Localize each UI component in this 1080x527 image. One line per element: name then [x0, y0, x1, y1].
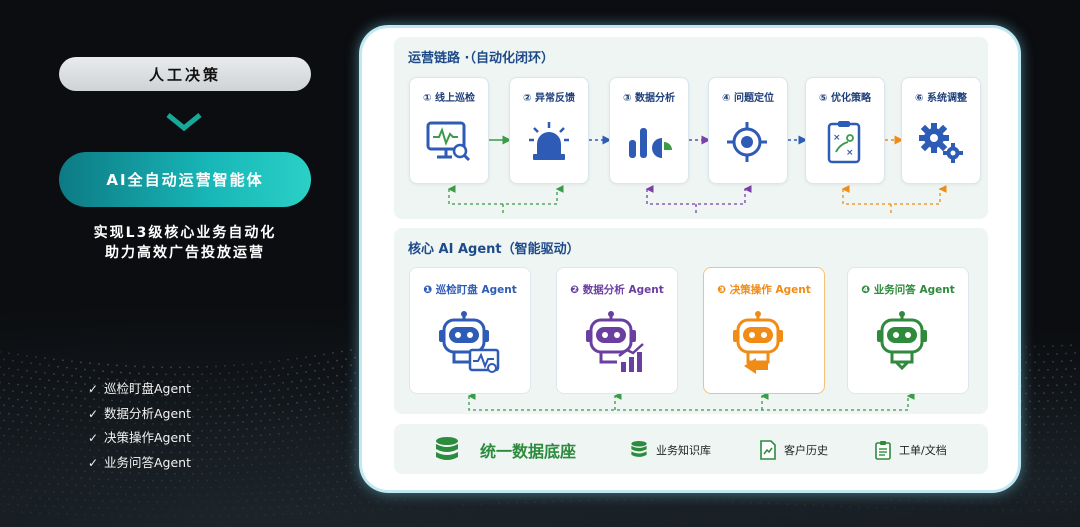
core-agent-title: 核心 AI Agent（智能驱动） [408, 242, 580, 257]
description: 实现L3级核心业务自动化 助力高效广告投放运营 [59, 223, 311, 263]
agent-label: ❸ 决策操作 Agent [717, 284, 811, 296]
step-optimization-strategy: ⑤ 优化策略 × × [805, 77, 885, 184]
check-icon: ✓ [88, 406, 99, 421]
step-system-adjust: ⑥ 系统调整 [901, 77, 981, 184]
description-line-1: 实现L3级核心业务自动化 [93, 225, 277, 241]
database-icon [631, 441, 647, 457]
ops-chain-connectors [447, 135, 947, 215]
clipboard-icon [875, 441, 891, 460]
tickets-docs: 工单/文档 [875, 440, 947, 460]
checklist-item-label: 数据分析Agent [104, 405, 191, 421]
agent-connectors [467, 392, 915, 411]
step-online-inspection: ① 线上巡检 [409, 77, 489, 184]
knowledge-base-label: 业务知识库 [656, 444, 711, 457]
ai-agent-pill: AI全自动运营智能体 [59, 152, 311, 207]
checklist-item: ✓ 业务问答Agent [88, 451, 191, 476]
agent-label: ❷ 数据分析 Agent [570, 284, 664, 296]
ops-chain-title: 运营链路 ·（自动化闭环） [408, 51, 554, 66]
bar-pie-chart-icon [629, 128, 672, 158]
agent-business-qa: ❹ 业务问答 Agent [847, 267, 969, 394]
agent-label: ❹ 业务问答 Agent [861, 284, 955, 296]
core-agent-section: 核心 AI Agent（智能驱动） ❶ 巡检盯盘 Agent [394, 228, 988, 414]
ops-chain-section: 运营链路 ·（自动化闭环） ① [394, 37, 988, 219]
strategy-board-icon: × × [827, 121, 861, 164]
agent-data-analysis: ❷ 数据分析 Agent [556, 267, 678, 394]
document-chart-icon [760, 440, 776, 460]
alarm-light-icon [529, 122, 569, 160]
agent-decision-operation: ❸ 决策操作 Agent [703, 267, 825, 394]
unified-data-base: 统一数据底座 [434, 436, 576, 464]
knowledge-base: 业务知识库 [630, 440, 711, 460]
robot-inspection-icon [439, 311, 500, 373]
svg-text:×: × [833, 133, 841, 143]
step-label: ④ 问题定位 [722, 93, 774, 104]
unified-data-base-label: 统一数据底座 [480, 442, 577, 461]
description-line-2: 助力高效广告投放运营 [105, 245, 265, 261]
gears-icon [919, 123, 963, 163]
svg-text:×: × [846, 148, 854, 158]
checklist-item-label: 业务问答Agent [104, 454, 191, 470]
agent-inspection: ❶ 巡检盯盘 Agent [409, 267, 531, 394]
database-icon [436, 437, 458, 460]
checklist-item: ✓ 决策操作Agent [88, 426, 191, 451]
architecture-card: 运营链路 ·（自动化闭环） ① [362, 28, 1018, 490]
checklist-item-label: 巡检盯盘Agent [104, 381, 191, 396]
chevron-down-icon [166, 113, 202, 132]
checklist-item: ✓ 数据分析Agent [88, 402, 191, 427]
step-label: ⑤ 优化策略 [819, 93, 871, 104]
robot-analysis-icon [586, 311, 644, 372]
customer-history-label: 客户历史 [784, 444, 828, 457]
step-label: ③ 数据分析 [623, 93, 675, 104]
step-anomaly-feedback: ② 异常反馈 [509, 77, 589, 184]
customer-history: 客户历史 [760, 440, 828, 460]
step-problem-locate: ④ 问题定位 [708, 77, 788, 184]
check-icon: ✓ [88, 431, 99, 445]
tickets-docs-label: 工单/文档 [899, 444, 947, 457]
step-label: ① 线上巡检 [423, 93, 475, 104]
monitor-search-icon [426, 121, 471, 162]
unified-data-base-section: 统一数据底座 业务知识库 客户历史 工单 [394, 424, 988, 474]
checklist-item: ✓ 巡检盯盘Agent [88, 377, 191, 402]
robot-qa-icon [877, 311, 927, 371]
target-icon [727, 122, 767, 162]
agent-label: ❶ 巡检盯盘 Agent [423, 284, 517, 296]
manual-decision-pill: 人工决策 [59, 57, 311, 91]
step-data-analysis: ③ 数据分析 [609, 77, 689, 184]
check-icon: ✓ [88, 455, 99, 470]
checklist-item-label: 决策操作Agent [104, 430, 191, 445]
agent-checklist: ✓ 巡检盯盘Agent ✓ 数据分析Agent ✓ 决策操作Agent ✓ 业务问答Ag… [88, 377, 191, 475]
step-label: ⑥ 系统调整 [915, 93, 967, 104]
step-label: ② 异常反馈 [523, 93, 575, 104]
robot-decision-icon [733, 311, 783, 374]
check-icon: ✓ [88, 382, 99, 396]
